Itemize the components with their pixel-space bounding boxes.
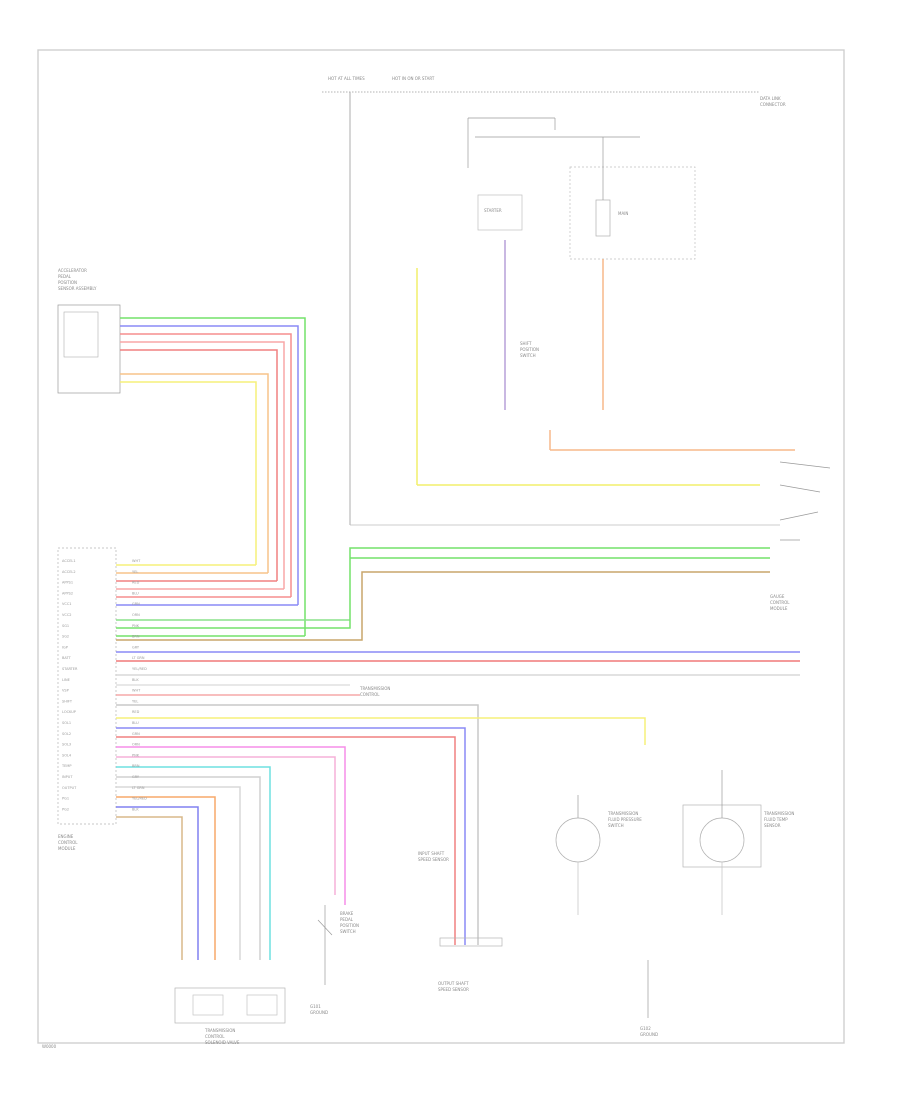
- ecm-pin-label: APPS2: [62, 591, 73, 595]
- pressure-switch: [555, 795, 601, 915]
- input-sensor-label: INPUT SHAFT SPEED SENSOR: [418, 851, 449, 862]
- temp-sensor: [682, 770, 762, 915]
- tcm-note: TRANSMISSION CONTROL: [359, 686, 392, 697]
- output-sensor-label: OUTPUT SHAFT SPEED SENSOR: [438, 981, 470, 992]
- power-label-2: HOT IN ON OR START: [392, 76, 435, 81]
- solenoid-valve: [174, 987, 286, 1024]
- upper-feeds: [416, 240, 795, 486]
- wire-color-label: PNK: [132, 624, 140, 628]
- ecm-pin-label: ACCEL1: [62, 559, 76, 563]
- ground-right-label: G102 GROUND: [640, 1026, 658, 1037]
- accel-wires: [120, 317, 306, 636]
- pressure-switch-label: TRANSMISSION FLUID PRESSURE SWITCH: [607, 811, 643, 828]
- wire-color-label: YEL: [132, 570, 138, 574]
- wire-color-label: GRN: [132, 732, 140, 736]
- starter-relay-label: STARTER: [484, 208, 502, 213]
- ecm-wires: [116, 547, 800, 960]
- ecm-pin-label: SOL2: [62, 732, 71, 736]
- wire-color-label: YEL/RED: [132, 667, 147, 671]
- ecm-pin-label: APPS1: [62, 581, 73, 585]
- wire-color-label: ORN: [132, 613, 140, 617]
- power-bus: [322, 91, 780, 526]
- right-terminals: [779, 461, 831, 541]
- solenoid-label: TRANSMISSION CONTROL SOLENOID VALVE: [204, 1028, 240, 1045]
- wire-color-label: BLU: [132, 591, 139, 595]
- ecm-pin-label: ACCEL2: [62, 570, 76, 574]
- main-relay: [569, 137, 696, 260]
- wire-color-label: LT GRN: [132, 656, 145, 660]
- ecm-pin-label: SG1: [62, 624, 69, 628]
- ecm-pin-label: PG2: [62, 807, 69, 811]
- wire-color-label: BRN: [132, 635, 140, 639]
- ecm-connector: [57, 547, 117, 825]
- ecm-pin-label: VSP: [62, 689, 69, 693]
- accel-sensor-label: ACCELERATOR PEDAL POSITION SENSOR ASSEMB…: [58, 268, 97, 291]
- ecm-pin-label: SG2: [62, 635, 69, 639]
- temp-sensor-label: TRANSMISSION FLUID TEMP SENSOR: [763, 811, 796, 828]
- brake-switch-label: BRAKE PEDAL POSITION SWITCH: [340, 911, 360, 934]
- main-relay-label: MAIN: [618, 211, 628, 216]
- ecm-pin-label: SHIFT: [62, 699, 73, 703]
- ecm-pin-label: STARTER: [62, 667, 78, 671]
- ecm-pin-label: IGP: [62, 645, 68, 649]
- ecm-pin-label: LOCKUP: [62, 710, 76, 714]
- wire-color-label: WHT: [132, 559, 141, 563]
- ecm-pin-label: VCC2: [62, 613, 72, 617]
- ecm-pin-label: LINE: [62, 678, 70, 682]
- ecm-pin-label: SOL4: [62, 753, 72, 757]
- ecm-pin-label: SOL3: [62, 743, 71, 747]
- ecm-pin-label: TEMP: [61, 764, 71, 768]
- wire-color-label: BLU: [132, 721, 139, 725]
- power-label-1: HOT AT ALL TIMES: [328, 76, 365, 81]
- shift-switch-label: SHIFT POSITION SWITCH: [520, 341, 540, 358]
- ecm-pin-label: INPUT: [62, 775, 73, 779]
- ecm-label: ENGINE CONTROL MODULE: [58, 834, 79, 851]
- wire-color-label: YEL: [132, 699, 138, 703]
- data-link-note: DATA LINK CONNECTOR: [760, 96, 786, 107]
- diagram-frame: [37, 49, 845, 1044]
- wire-color-label: BRN: [132, 764, 140, 768]
- wire-color-label: BLK: [132, 807, 139, 811]
- wire-color-label: GRY: [132, 775, 140, 779]
- wire-color-label: GRY: [132, 645, 140, 649]
- wire-color-label: BLK: [132, 678, 139, 682]
- accel-pedal-sensor: [57, 304, 121, 394]
- footer-code: W0000: [42, 1044, 57, 1049]
- ecm-pin-label: PG1: [62, 797, 69, 801]
- wire-color-label: PNK: [132, 753, 140, 757]
- wire-color-label: YEL/RED: [132, 797, 147, 801]
- wire-color-label: GRN: [132, 602, 140, 606]
- wire-color-label: ORN: [132, 743, 140, 747]
- starter-cut-relay: [467, 117, 640, 231]
- gauge-note: GAUGE CONTROL MODULE: [770, 594, 791, 611]
- ecm-pin-label: BATT: [62, 656, 72, 660]
- wire-color-label: RED: [132, 710, 140, 714]
- output-shaft-sensor: [439, 937, 503, 947]
- ecm-pin-label: OUTPUT: [62, 786, 77, 790]
- ecm-pin-label: SOL1: [62, 721, 71, 725]
- ground-left-label: G101 GROUND: [310, 1004, 328, 1015]
- brake-pedal-switch: [317, 905, 333, 985]
- wire-color-label: WHT: [132, 689, 141, 693]
- wire-color-label: LT GRN: [132, 786, 145, 790]
- ecm-pin-label: VCC1: [62, 602, 72, 606]
- wire-color-label: RED: [132, 581, 140, 585]
